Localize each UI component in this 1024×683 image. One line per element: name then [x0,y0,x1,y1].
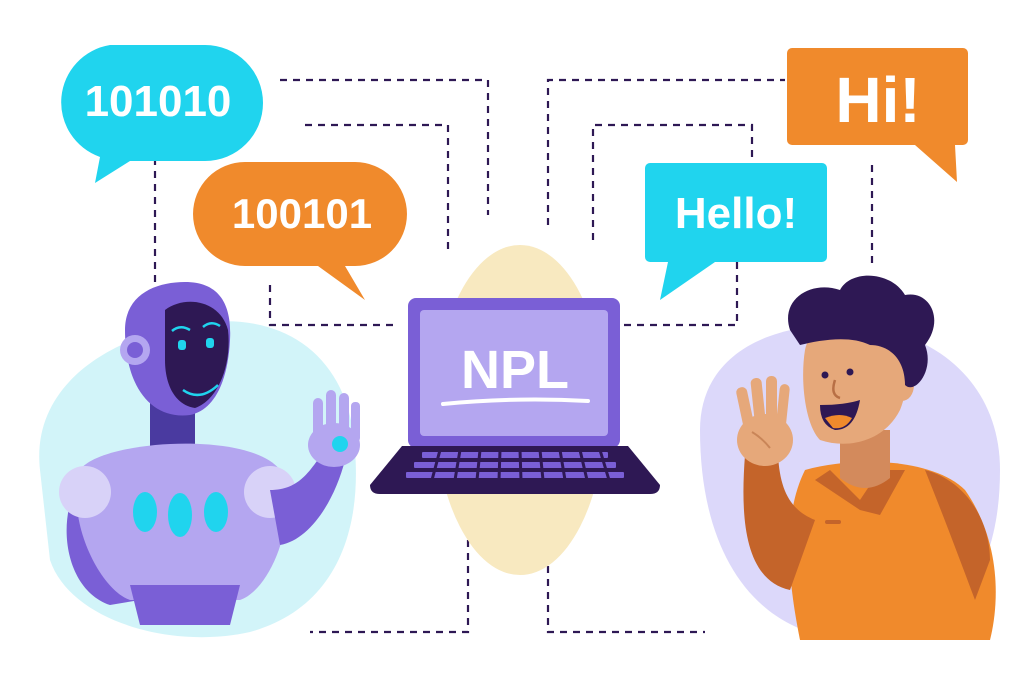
robot-chest-light-3 [204,492,228,532]
person-tongue [825,415,852,429]
bubble-binary-bottom-text: 100101 [232,190,372,237]
bubble-greeting-long-text: Hello! [675,189,797,238]
connector-lines [153,78,874,634]
bubble-greeting-long: Hello! [645,163,827,300]
person-eye-right [846,368,854,376]
person-hand [736,376,793,466]
robot [59,282,360,625]
person-pocket-line [825,520,841,524]
bubble-binary-top-text: 101010 [85,77,232,126]
laptop-screen [420,310,608,436]
robot-eye-left [178,340,186,350]
person-shirt-shading [925,470,990,600]
laptop-key-dividers [430,449,611,481]
robot-waist [130,585,240,625]
bubble-greeting-short-text: Hi! [835,64,920,136]
person-hair [788,275,935,388]
person-nose [832,379,841,400]
robot-mouth [182,384,219,397]
laptop: NPL [370,298,660,494]
robot-brow-right [202,322,221,328]
person-eye-left [821,371,829,379]
person-hand-crease [751,431,771,449]
person [736,275,996,640]
robot-arm-right [270,450,345,545]
person-neck [840,430,890,488]
laptop-screen-label: NPL [461,340,569,400]
robot-ear-inner [127,342,143,358]
robot-hand [308,390,360,467]
bubble-binary-bottom: 100101 [193,162,407,300]
robot-brow-left [171,326,191,332]
person-arm [743,455,815,590]
bubble-greeting-short: Hi! [787,48,968,182]
laptop-screen-underline [441,397,590,406]
robot-eye-right [206,338,214,348]
robot-shoulder-left [59,466,111,518]
bubble-binary-top: 101010 [61,45,263,183]
robot-chest-light-1 [133,492,157,532]
robot-chest-light-2 [168,493,192,537]
